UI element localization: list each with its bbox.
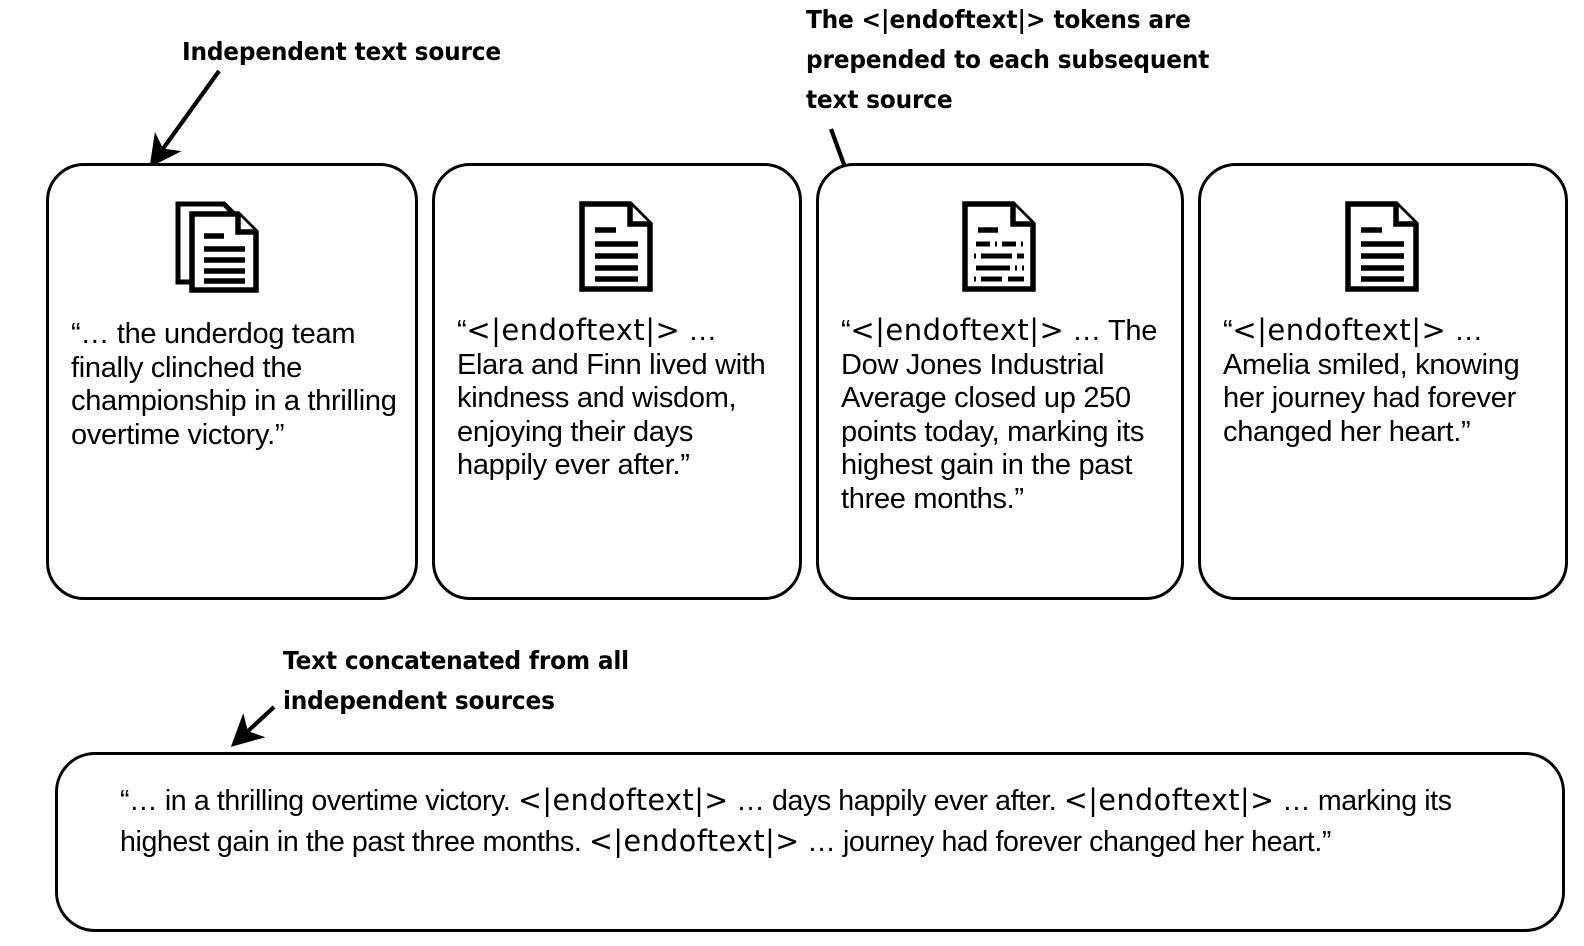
document-icon	[1345, 201, 1419, 292]
card-2-quote-open: “	[457, 315, 467, 347]
concatenated-segment-0: “… in a thrilling overtime victory.	[120, 785, 519, 817]
concatenated-segment-6: … journey had forever changed her heart.…	[799, 826, 1331, 858]
card-4-text: “<|endoftext|> … Amelia smiled, knowing …	[1223, 313, 1551, 449]
document-dashed-lines-icon	[962, 201, 1036, 292]
endoftext-token: <|endoftext|>	[588, 824, 800, 858]
text-source-card-4[interactable]: “<|endoftext|> … Amelia smiled, knowing …	[1198, 163, 1568, 600]
annotation-prepended-prefix: The	[806, 5, 862, 34]
card-3-ellipsis: …	[1064, 315, 1109, 347]
endoftext-token: <|endoftext|>	[466, 313, 681, 347]
card-1-text: “… the underdog team finally clinched th…	[71, 318, 401, 452]
card-4-ellipsis: …	[1446, 315, 1483, 347]
annotation-independent-text-source: Independent text source	[182, 37, 501, 66]
document-icon	[579, 201, 653, 292]
arrow-to-card-1	[149, 69, 221, 168]
endoftext-token: <|endoftext|>	[850, 313, 1065, 347]
text-source-card-2[interactable]: “<|endoftext|> … Elara and Finn lived wi…	[432, 163, 802, 600]
endoftext-token: <|endoftext|>	[518, 783, 729, 817]
card-1-quote-open: “…	[71, 318, 117, 350]
card-2-body: Elara and Finn lived with kindness and w…	[457, 348, 766, 482]
annotation-prepended-suffix: tokens are prepended to each subsequent …	[806, 5, 1218, 114]
annotation-text-concatenated: Text concatenated from all independent s…	[283, 646, 637, 715]
concatenated-segment-4: … marking its highest gain in the past t…	[120, 785, 1452, 858]
endoftext-token: <|endoftext|>	[861, 5, 1046, 34]
text-source-card-3[interactable]: “<|endoftext|> … The Dow Jones Industria…	[816, 163, 1184, 600]
card-2-ellipsis: …	[680, 315, 717, 347]
concatenated-segment-2: … days happily ever after.	[728, 785, 1064, 817]
document-stack-icon	[175, 201, 259, 293]
arrow-to-bottom-box	[230, 705, 276, 747]
endoftext-token: <|endoftext|>	[1063, 783, 1275, 817]
endoftext-token: <|endoftext|>	[1232, 313, 1447, 347]
annotation-endoftext-prepended: The <|endoftext|> tokens are prepended t…	[806, 0, 1243, 120]
text-source-card-1[interactable]: “… the underdog team finally clinched th…	[46, 163, 418, 600]
card-4-body: Amelia smiled, knowing her journey had f…	[1223, 348, 1520, 448]
card-3-quote-open: “	[841, 315, 851, 347]
card-4-quote-open: “	[1223, 315, 1233, 347]
card-3-text: “<|endoftext|> … The Dow Jones Industria…	[841, 313, 1167, 516]
card-1-body: the underdog team finally clinched the c…	[71, 318, 397, 451]
card-2-text: “<|endoftext|> … Elara and Finn lived wi…	[457, 313, 785, 483]
concatenated-text-box[interactable]: “… in a thrilling overtime victory. <|en…	[55, 752, 1565, 932]
card-3-body: The Dow Jones Industrial Average closed …	[841, 315, 1158, 515]
concatenated-text: “… in a thrilling overtime victory. <|en…	[120, 780, 1507, 862]
